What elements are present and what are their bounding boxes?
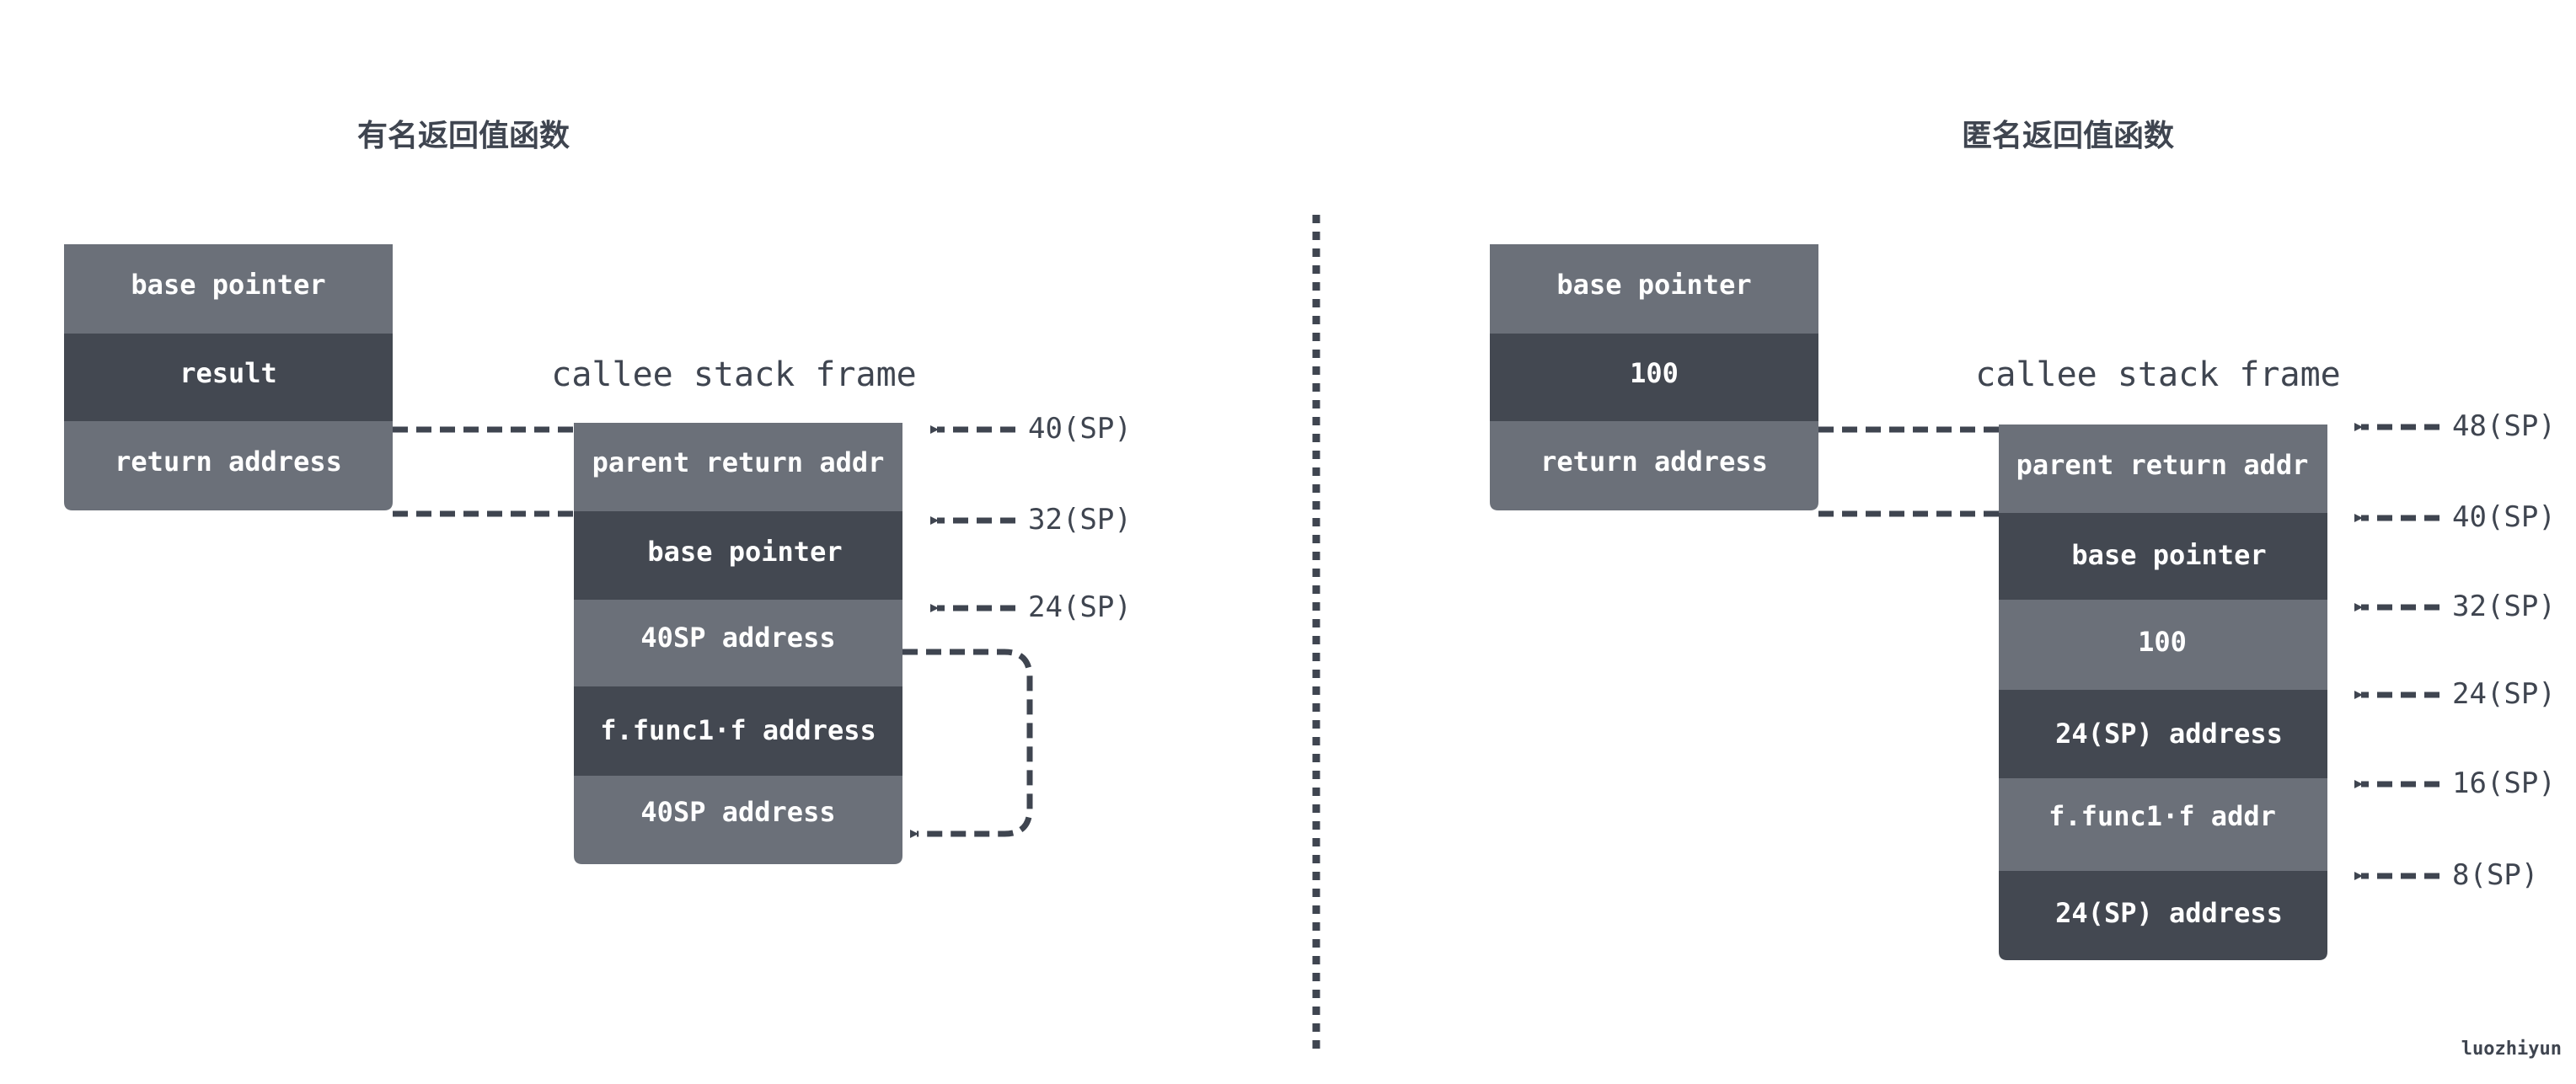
right-sp-label-5: 16(SP) bbox=[2452, 766, 2556, 800]
right-callee-text-5: f.func1·f addr bbox=[2048, 800, 2276, 832]
left-sp-label-2: 32(SP) bbox=[1028, 503, 1132, 537]
right-callee-cell-1 bbox=[1999, 425, 2327, 513]
left-caller-frame: base pointer result return address bbox=[64, 244, 393, 510]
right-callee-text-6: 24(SP) address bbox=[2055, 897, 2283, 929]
left-callee-label: callee stack frame bbox=[551, 355, 916, 394]
right-callee-cell-2 bbox=[1999, 513, 2327, 600]
left-callee-cell-5 bbox=[574, 776, 902, 864]
right-callee-cell-3 bbox=[1999, 600, 2327, 690]
left-callee-cell-4 bbox=[574, 686, 902, 776]
left-callee-frame: parent return addr base pointer 40SP add… bbox=[574, 423, 902, 864]
right-callee-frame: parent return addr base pointer 100 24(S… bbox=[1999, 425, 2327, 960]
left-caller-text-2: result bbox=[179, 357, 277, 389]
left-caller-cell-3 bbox=[64, 421, 393, 510]
left-callee-text-2: base pointer bbox=[647, 536, 842, 568]
right-sp-arrows: 48(SP) 40(SP) 32(SP) 24(SP) 16(SP) 8(SP) bbox=[2354, 409, 2556, 892]
right-sp-label-4: 24(SP) bbox=[2452, 677, 2556, 711]
right-sp-label-6: 8(SP) bbox=[2452, 858, 2538, 892]
right-caller-text-3: return address bbox=[1540, 446, 1768, 478]
left-title: 有名返回值函数 bbox=[357, 119, 570, 153]
right-sp-label-3: 32(SP) bbox=[2452, 590, 2556, 623]
right-sp-label-1: 48(SP) bbox=[2452, 409, 2556, 443]
right-caller-text-2: 100 bbox=[1630, 357, 1679, 389]
right-callee-cell-6 bbox=[1999, 871, 2327, 960]
left-caller-cell-1 bbox=[64, 244, 393, 334]
left-caller-cell-2 bbox=[64, 334, 393, 421]
right-caller-cell-1 bbox=[1490, 244, 1818, 334]
right-callee-text-2: base pointer bbox=[2071, 539, 2266, 571]
left-sp-label-1: 40(SP) bbox=[1028, 412, 1132, 446]
left-self-pointer-arrow bbox=[902, 649, 1033, 838]
left-sp-arrows: 40(SP) 32(SP) 24(SP) bbox=[930, 412, 1132, 624]
left-callee-text-4: f.func1·f address bbox=[600, 714, 876, 746]
left-caller-text-1: base pointer bbox=[131, 269, 325, 301]
left-caller-text-3: return address bbox=[115, 446, 342, 478]
left-sp-label-3: 24(SP) bbox=[1028, 590, 1132, 624]
left-callee-text-5: 40SP address bbox=[640, 796, 835, 828]
right-caller-cell-3 bbox=[1490, 421, 1818, 510]
right-callee-label: callee stack frame bbox=[1975, 355, 2340, 394]
right-sp-label-2: 40(SP) bbox=[2452, 500, 2556, 534]
left-callee-cell-2 bbox=[574, 511, 902, 600]
right-caller-text-1: base pointer bbox=[1556, 269, 1751, 301]
right-title: 匿名返回值函数 bbox=[1962, 119, 2174, 153]
right-callee-cell-5 bbox=[1999, 778, 2327, 871]
left-callee-cell-1 bbox=[574, 423, 902, 511]
right-caller-cell-2 bbox=[1490, 334, 1818, 421]
author-credit: luozhiyun bbox=[2461, 1039, 2562, 1060]
left-callee-text-1: parent return addr bbox=[592, 446, 885, 478]
right-callee-cell-4 bbox=[1999, 690, 2327, 778]
right-caller-frame: base pointer 100 return address bbox=[1490, 244, 1818, 510]
left-callee-text-3: 40SP address bbox=[640, 622, 835, 654]
right-callee-text-3: 100 bbox=[2138, 626, 2187, 658]
right-callee-text-1: parent return addr bbox=[2016, 449, 2309, 481]
left-callee-cell-3 bbox=[574, 600, 902, 686]
right-callee-text-4: 24(SP) address bbox=[2055, 718, 2283, 750]
